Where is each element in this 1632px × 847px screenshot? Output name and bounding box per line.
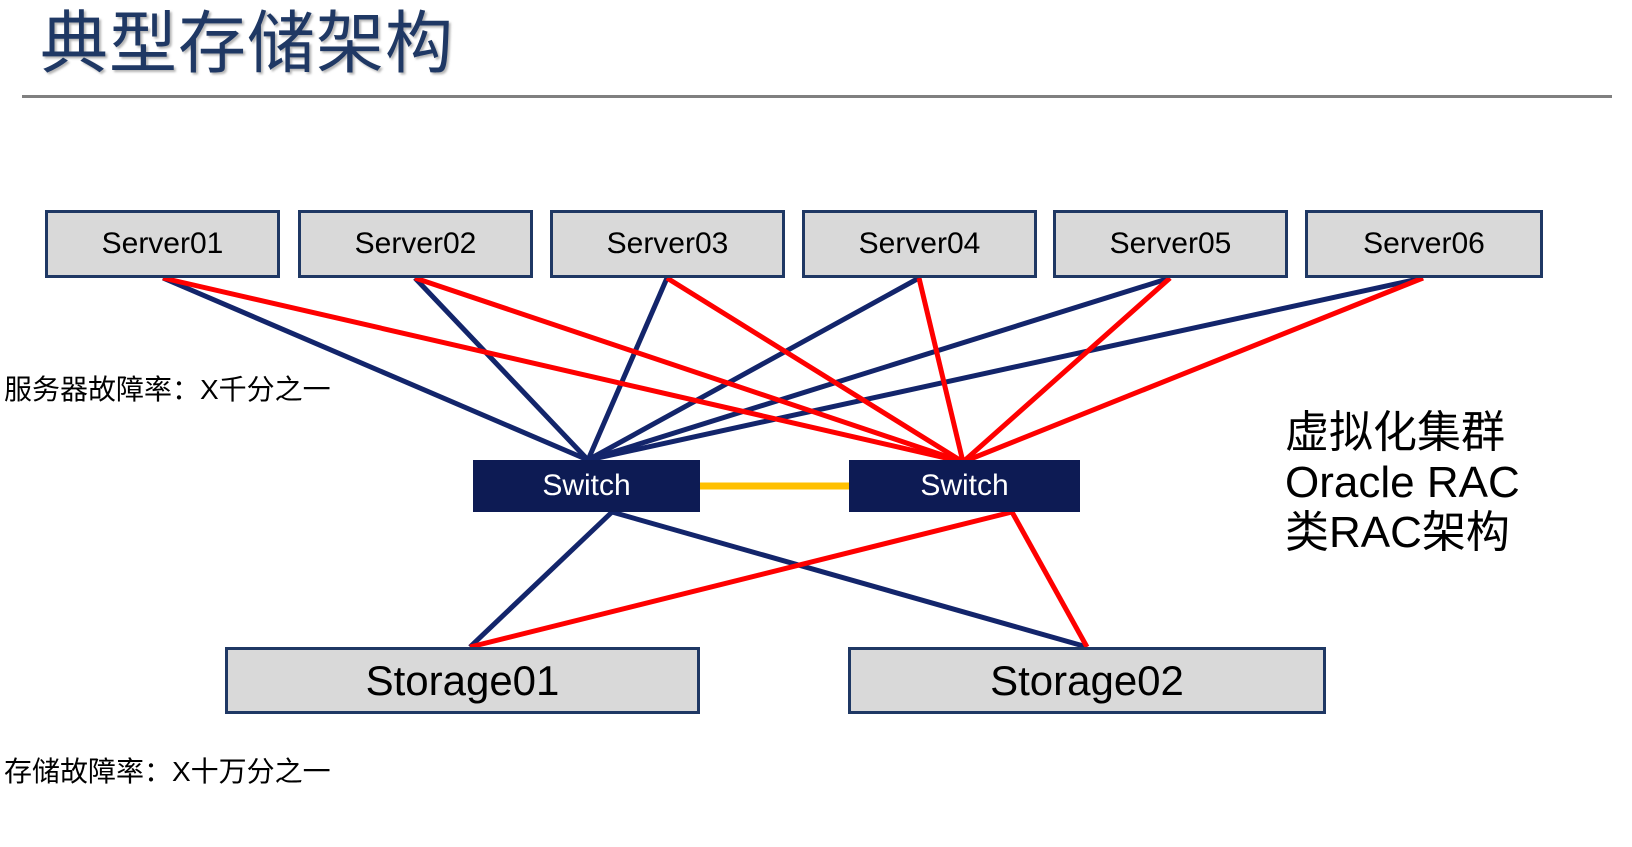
link-server-switch-secondary-6 (962, 275, 1424, 465)
page-title: 典型存储架构 (40, 6, 455, 82)
link-group-secondary (162, 275, 1424, 465)
link-server-switch-secondary-5 (961, 276, 1172, 464)
link-switch-storage-secondary-1 (469, 509, 1013, 650)
link-server-switch-secondary-1 (162, 275, 964, 465)
title-divider (22, 95, 1612, 98)
node-storage-1[interactable]: Storage01 (225, 647, 700, 714)
node-storage-label: Storage02 (990, 656, 1184, 704)
node-server-label: Server02 (354, 227, 477, 260)
node-server-6[interactable]: Server06 (1305, 210, 1543, 278)
link-server-switch-primary-4 (586, 275, 921, 463)
link-group-primary (162, 275, 1424, 463)
node-storage-2[interactable]: Storage02 (848, 647, 1326, 714)
node-server-label: Server05 (1109, 227, 1232, 260)
node-switch-1[interactable]: Switch (473, 460, 700, 512)
node-switch-2[interactable]: Switch (849, 460, 1080, 512)
node-server-2[interactable]: Server02 (298, 210, 533, 278)
note-storage-failure-rate: 存储故障率：X十万分之一 (4, 756, 331, 787)
node-server-5[interactable]: Server05 (1053, 210, 1288, 278)
node-server-label: Server06 (1363, 227, 1485, 260)
link-server-switch-primary-5 (587, 275, 1171, 463)
node-server-1[interactable]: Server01 (45, 210, 280, 278)
node-server-label: Server04 (858, 227, 981, 260)
link-server-switch-primary-2 (413, 276, 590, 462)
link-server-switch-primary-3 (585, 277, 670, 461)
node-server-4[interactable]: Server04 (802, 210, 1037, 278)
node-server-label: Server01 (101, 227, 224, 260)
link-group-storage-primary (468, 509, 1088, 650)
link-server-switch-secondary-3 (665, 275, 965, 465)
link-group-storage-secondary (469, 509, 1090, 650)
cluster-note-block: 虚拟化集群 Oracle RAC 类RAC架构 (1285, 408, 1520, 558)
node-switch-label: Switch (542, 469, 631, 502)
cluster-note-line-2: Oracle RAC (1285, 458, 1520, 507)
link-server-switch-secondary-2 (414, 275, 964, 465)
note-server-failure-rate: 服务器故障率：X千分之一 (4, 374, 331, 405)
cluster-note-line-1: 虚拟化集群 (1285, 408, 1505, 457)
link-server-switch-primary-6 (587, 275, 1424, 463)
node-server-label: Server03 (606, 227, 729, 260)
link-switch-storage-primary-2 (611, 509, 1088, 650)
node-switch-label: Switch (920, 469, 1009, 502)
link-switch-storage-secondary-2 (1009, 510, 1090, 649)
node-server-3[interactable]: Server03 (550, 210, 785, 278)
cluster-note-line-3: 类RAC架构 (1285, 508, 1510, 557)
link-switch-storage-primary-1 (468, 510, 614, 649)
link-server-switch-secondary-4 (916, 277, 966, 463)
link-server-switch-primary-1 (162, 275, 589, 463)
node-storage-label: Storage01 (365, 656, 560, 704)
